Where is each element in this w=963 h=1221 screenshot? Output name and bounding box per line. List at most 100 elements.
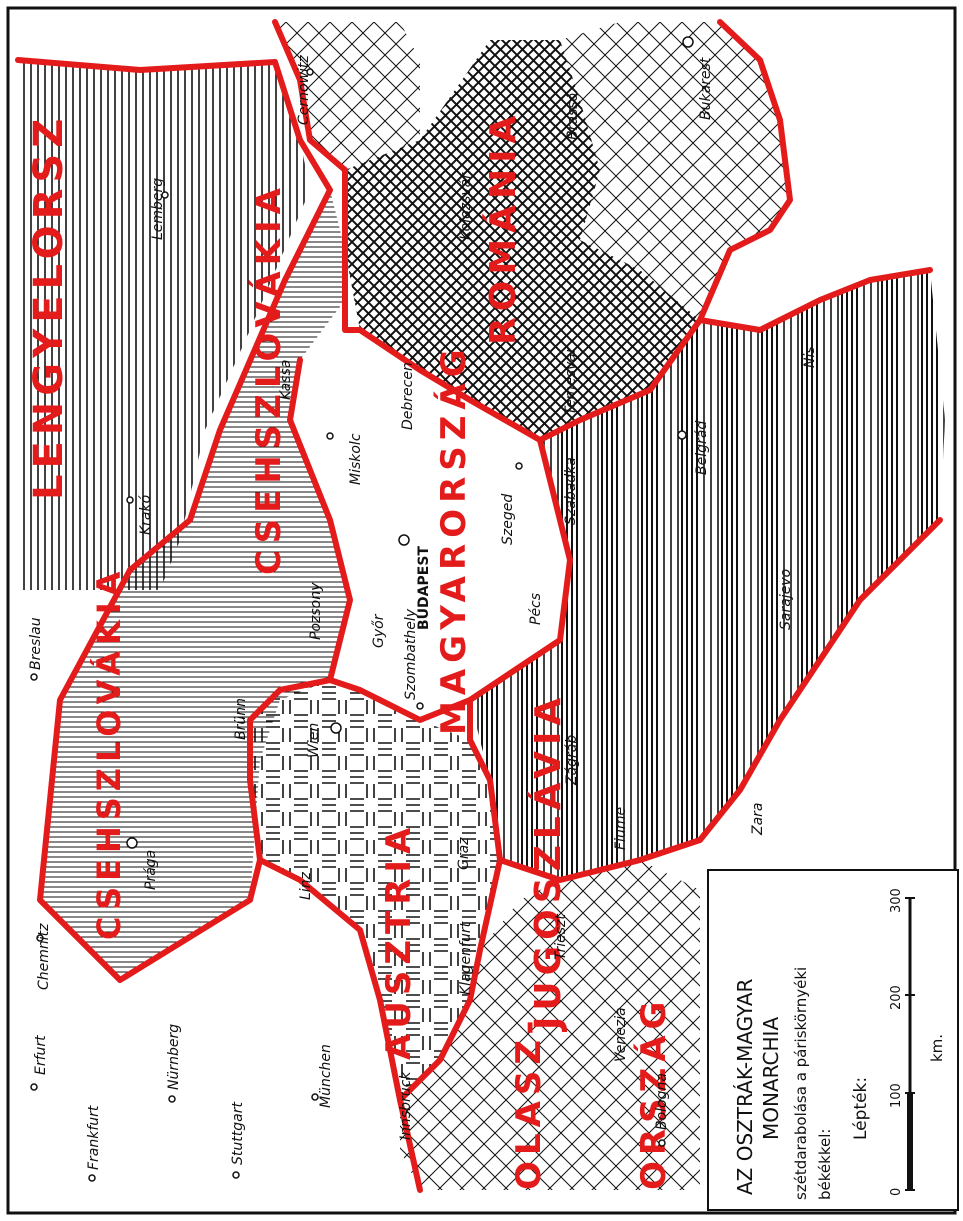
- city-label: Graz: [456, 837, 472, 870]
- city-label: Venezia: [613, 1007, 629, 1062]
- city-marker: [330, 722, 342, 734]
- city-label: Trieszt: [553, 914, 569, 960]
- city-label: Bukarest: [698, 57, 714, 120]
- city-marker: [326, 432, 334, 440]
- city-label: Bologna: [654, 1073, 670, 1130]
- city-marker: [168, 1095, 176, 1103]
- legend-box: [707, 869, 959, 1211]
- city-marker: [311, 1093, 319, 1101]
- city-marker: [232, 1171, 240, 1179]
- border-line: [37, 567, 333, 983]
- legend-subtitle: szétdarabolása a páriskörnyéki: [792, 967, 810, 1200]
- region-romania: [345, 40, 700, 440]
- city-label: Szombathely: [403, 608, 419, 700]
- city-marker: [88, 1174, 96, 1182]
- city-marker: [515, 462, 523, 470]
- city-label: Linz: [298, 871, 314, 900]
- border-line: [257, 697, 503, 1103]
- city-marker: [126, 837, 138, 849]
- city-label: Prága: [143, 850, 159, 890]
- legend-title: AZ OSZTRÁK-MAGYAR: [733, 978, 757, 1195]
- country-label-czechoslovakia-west: CSEHSZLOVÁKIA: [90, 566, 128, 940]
- country-label-yugoslavia: JUGOSZLÁVIA: [527, 692, 569, 1033]
- legend-title: MONARCHIA: [759, 1017, 783, 1140]
- border-line: [15, 57, 333, 573]
- legend: AZ OSZTRÁK-MAGYAR MONARCHIA szétdarabolá…: [707, 869, 959, 1211]
- city-marker: [126, 496, 134, 504]
- city-label: Innsbruck: [398, 1071, 414, 1140]
- scale-tick-label: 200: [889, 985, 904, 1010]
- scale-bar: [905, 897, 915, 1191]
- country-label-poland: LENGYELORSZ: [26, 113, 72, 500]
- city-label: Győr: [371, 613, 387, 648]
- city-label: Pozsony: [308, 582, 324, 640]
- scale-tick-label: 0: [889, 1188, 904, 1196]
- city-marker: [416, 702, 424, 710]
- border-line: [272, 19, 348, 173]
- country-label-romania: ROMÁNIA: [482, 110, 524, 345]
- scale-segment: [907, 1093, 913, 1190]
- city-label: Nis: [802, 346, 818, 368]
- city-label: Stuttgart: [230, 1102, 246, 1165]
- city-label-capital: BUDAPEST: [416, 546, 432, 630]
- scale-label: Lépték:: [851, 1077, 871, 1140]
- city-label: Zara: [750, 802, 766, 836]
- city-label: Szabadka: [563, 457, 579, 525]
- city-label: Kassa: [278, 360, 294, 400]
- city-label: München: [318, 1044, 334, 1108]
- city-label: Sarajevo: [778, 569, 794, 630]
- border-line: [697, 267, 933, 333]
- border-line: [287, 357, 573, 723]
- scale-tick-label: 100: [889, 1083, 904, 1108]
- country-label-italy-2: ORSZÁG: [633, 996, 674, 1190]
- city-label: Chemnitz: [36, 923, 52, 990]
- country-label-hungary: MAGYARORSZÁG: [433, 343, 474, 735]
- city-label: Pécs: [528, 593, 544, 625]
- city-marker: [658, 1139, 666, 1147]
- region-italy: [400, 860, 700, 1190]
- city-label: Brassó: [565, 92, 581, 140]
- border-line: [497, 517, 943, 883]
- legend-subtitle: békékkel:: [816, 1129, 834, 1200]
- map-frame: [6, 6, 957, 1215]
- region-czechoslovakia: [40, 190, 350, 980]
- city-label: Zágráb: [564, 735, 580, 786]
- city-label: Debrecen: [400, 362, 416, 430]
- city-label: Breslau: [28, 617, 44, 670]
- city-label: Temesvár: [563, 346, 579, 415]
- city-label: Erfurt: [33, 1035, 49, 1075]
- city-marker: [36, 934, 44, 942]
- city-label: Lemberg: [150, 178, 166, 240]
- country-label-italy: OLASZ-: [509, 1014, 549, 1190]
- city-marker: [398, 534, 410, 546]
- country-label-czechoslovakia: CSEHSZLOVÁKIA: [248, 182, 289, 575]
- city-label: Kolozsvár: [458, 172, 474, 240]
- city-marker: [161, 191, 169, 199]
- city-marker: [306, 68, 314, 76]
- region-hungary: [290, 300, 570, 720]
- border-line: [397, 1097, 423, 1193]
- region-yugoslavia: [470, 270, 945, 880]
- city-marker: [30, 1083, 38, 1091]
- city-marker: [30, 673, 38, 681]
- scale-unit: km.: [928, 1034, 946, 1062]
- city-label: Krakó: [138, 494, 154, 535]
- country-label-austria: AUSZTRIA: [379, 822, 419, 1060]
- city-label: Cernowitz: [296, 55, 312, 125]
- city-marker: [677, 430, 687, 440]
- city-label: Belgrád: [694, 421, 710, 475]
- city-label: Klagenfurt: [458, 921, 474, 995]
- city-label: Brünn: [233, 698, 249, 740]
- city-marker: [682, 36, 694, 48]
- region-poland: [18, 60, 310, 590]
- region-austria: [250, 680, 500, 1100]
- city-label: Miskolc: [348, 433, 364, 485]
- city-label: Fiume: [613, 807, 629, 850]
- city-label: Szeged: [500, 494, 516, 545]
- city-label: Frankfurt: [86, 1105, 102, 1170]
- city-label: Wien: [306, 723, 322, 758]
- border-line: [342, 19, 793, 443]
- city-label: Nürnberg: [166, 1024, 182, 1090]
- scale-tick-label: 300: [889, 888, 904, 913]
